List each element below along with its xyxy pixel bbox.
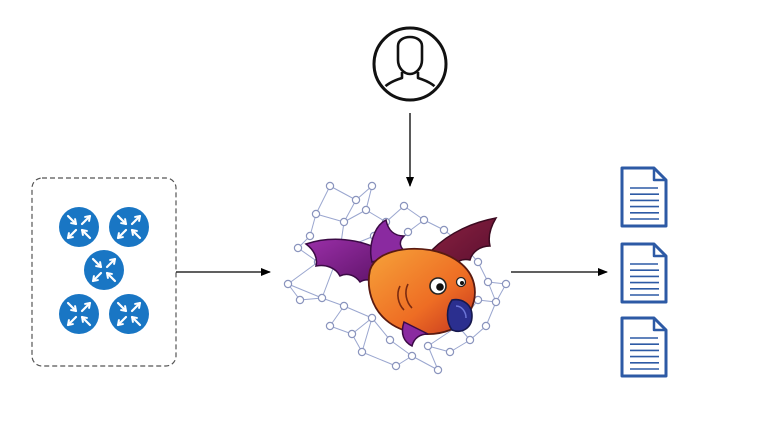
network-node (399, 201, 409, 211)
network-node (293, 243, 303, 253)
network-link (485, 301, 497, 327)
network-link (361, 317, 373, 353)
router-group (31, 177, 177, 367)
network-node (403, 227, 413, 237)
network-node (325, 181, 335, 191)
network-node (311, 209, 321, 219)
network-node (407, 351, 417, 361)
network-node (391, 361, 401, 371)
router-icon (59, 294, 99, 334)
router-icon (109, 207, 149, 247)
network-node (483, 277, 493, 287)
network-node (423, 341, 433, 351)
network-node (325, 321, 335, 331)
network-link (371, 317, 391, 341)
gill-lines (397, 283, 413, 311)
network-node (351, 195, 361, 205)
network-link (427, 345, 439, 371)
network-node (361, 205, 371, 215)
network-link (351, 317, 373, 335)
center-mascot (283, 181, 511, 375)
network-node (439, 225, 449, 235)
network-link (343, 305, 373, 319)
network-node (473, 257, 483, 267)
network-link (287, 283, 323, 299)
network-node (305, 231, 315, 241)
router-icon (109, 294, 149, 334)
network-node (481, 321, 491, 331)
network-node (465, 335, 475, 345)
network-node (419, 215, 429, 225)
network-node (283, 279, 293, 289)
network-link (389, 339, 413, 357)
fish-eye-small (455, 276, 467, 288)
network-link (361, 351, 397, 367)
network-node (295, 295, 305, 305)
pelvic-fin (401, 320, 429, 348)
network-node (357, 347, 367, 357)
network-node (347, 329, 357, 339)
network-node (433, 365, 443, 375)
user-icon (372, 26, 448, 102)
network-node (491, 297, 501, 307)
network-link (315, 213, 345, 223)
network-node (317, 293, 327, 303)
network-node (501, 279, 511, 289)
network-link (411, 355, 439, 371)
fish-mouth (446, 298, 473, 332)
router-icon (59, 207, 99, 247)
network-node (385, 335, 395, 345)
network-node (367, 181, 377, 191)
document-icon (620, 166, 668, 228)
document-icon (620, 316, 668, 378)
network-link (315, 185, 331, 215)
network-node (339, 217, 349, 227)
network-node (339, 301, 349, 311)
fish-eye (429, 277, 447, 295)
document-icon (620, 242, 668, 304)
network-node (367, 313, 377, 323)
document-stack (620, 166, 668, 378)
network-link (287, 261, 319, 285)
left-wing (304, 238, 385, 288)
network-link (329, 185, 357, 201)
mouth-highlight (455, 305, 467, 319)
router-icon (84, 250, 124, 290)
network-node (445, 347, 455, 357)
